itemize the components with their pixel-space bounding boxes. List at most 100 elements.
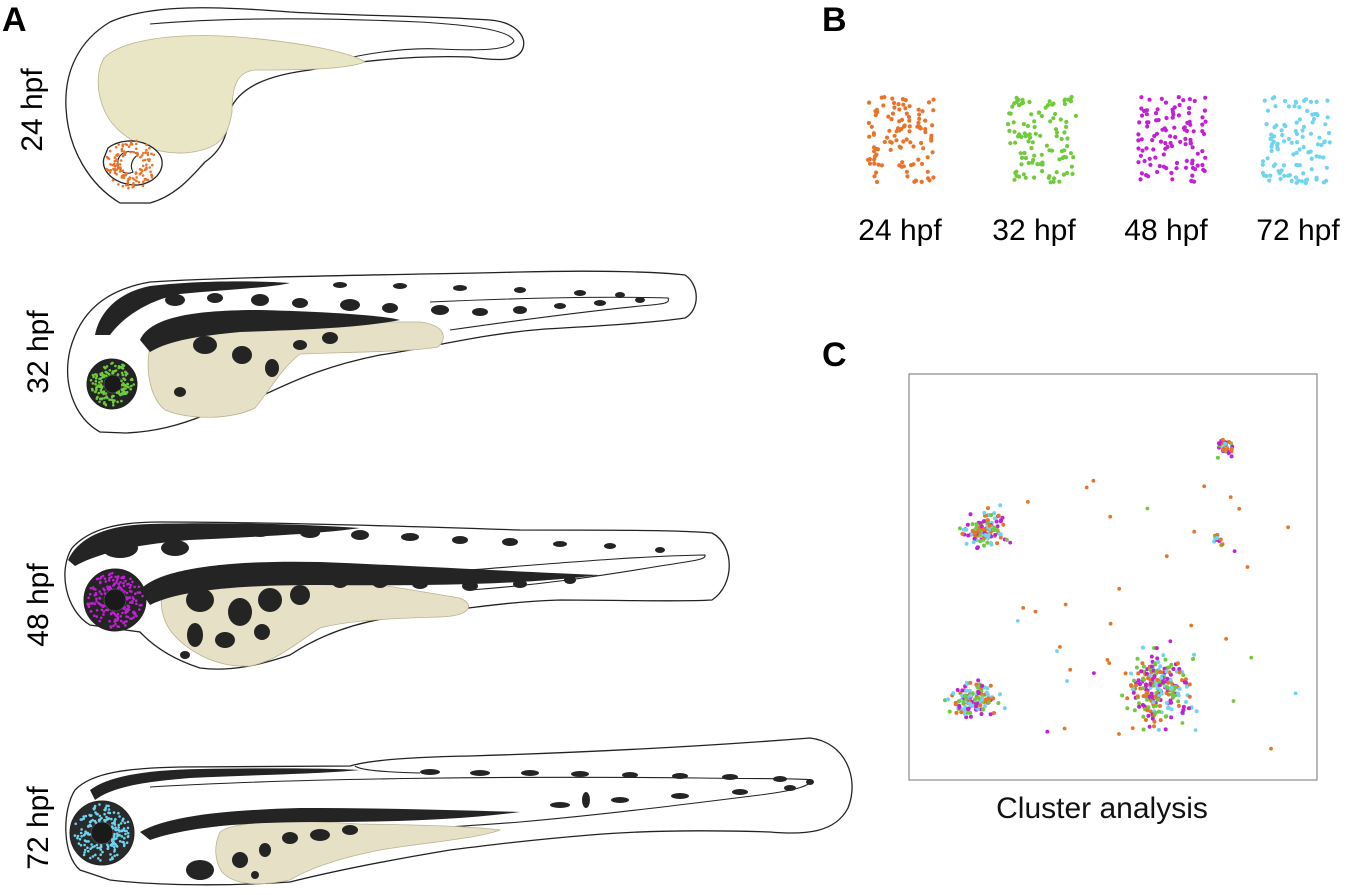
cluster-point — [979, 697, 984, 702]
eye-cell-dot — [137, 585, 141, 589]
cloud-point — [1157, 164, 1162, 169]
cloud-point — [1265, 156, 1270, 161]
cloud-point — [882, 95, 887, 100]
eye-cell-dot — [102, 392, 105, 396]
cloud-point — [1174, 166, 1179, 171]
cloud-point — [1297, 117, 1302, 122]
cluster-point — [985, 518, 990, 523]
eye-cell-dot — [96, 577, 100, 581]
eye-cell-dot — [110, 575, 113, 579]
cluster-point — [1140, 661, 1145, 666]
cluster-point — [988, 683, 993, 688]
eye-cell-dot — [77, 842, 81, 845]
eye-cell-dot — [99, 616, 103, 620]
eye-cell-dot — [125, 841, 129, 844]
cloud-point — [1032, 153, 1037, 158]
cluster-outlier-point — [1180, 721, 1185, 725]
cloud-point — [1190, 173, 1195, 178]
cloud-point — [1144, 108, 1149, 113]
cluster-point — [995, 528, 1000, 533]
eye-cell-dot — [83, 851, 86, 854]
cloud-point — [1007, 128, 1012, 133]
eye-cell-dot — [111, 857, 114, 861]
cloud-point — [1289, 178, 1294, 184]
eye-cell-dot — [133, 611, 137, 615]
cloud-point — [897, 107, 902, 112]
eye-cell-dot — [121, 588, 124, 592]
eye-cell-dot — [127, 186, 130, 190]
cloud-point — [1190, 158, 1195, 163]
eye-cell-dot — [94, 383, 97, 386]
cluster-point — [993, 516, 997, 521]
cluster-point — [976, 696, 981, 701]
eye-cell-dot — [113, 620, 116, 623]
cloud-point — [1058, 117, 1063, 122]
cloud-point — [1064, 124, 1069, 129]
cloud-point — [921, 146, 926, 151]
cluster-point — [1191, 657, 1195, 661]
cloud-point — [1029, 112, 1034, 117]
eye-cell-dot — [126, 826, 130, 830]
eye-cell-dot — [95, 615, 99, 618]
cloud-point — [1022, 150, 1027, 156]
cluster-point — [970, 522, 975, 527]
eye-cell-dot — [129, 150, 132, 154]
eye-cell-dot — [142, 180, 145, 184]
eye-cell-dot — [89, 610, 93, 613]
eye-cell-dot — [114, 575, 117, 579]
cluster-point — [1218, 537, 1223, 542]
cloud-point — [1162, 126, 1167, 131]
cluster-point — [1144, 682, 1148, 687]
eye-cell-dot — [95, 609, 99, 612]
cloud-point — [1293, 175, 1298, 180]
cloud-point — [907, 124, 912, 129]
eye-cell-dot — [114, 826, 117, 829]
cluster-point — [1131, 690, 1136, 695]
eye-cell-dot — [89, 847, 92, 850]
eye-cell-dot — [134, 599, 138, 602]
cloud-point — [1305, 108, 1310, 114]
eye-cell-dot — [89, 586, 93, 590]
cloud-point — [1158, 139, 1164, 144]
cloud-point — [1027, 99, 1032, 105]
cloud-point — [1136, 138, 1141, 143]
cluster-point — [1152, 724, 1156, 729]
cloud-point — [1065, 144, 1070, 149]
cluster-point — [976, 678, 981, 683]
eye-cell-dot — [117, 392, 121, 395]
eye-cell-dot — [128, 601, 132, 604]
eye-cell-dot — [95, 600, 98, 603]
cluster-point — [1125, 696, 1130, 701]
cluster-point — [1155, 677, 1160, 682]
eye-cell-dot — [116, 373, 120, 376]
eye-cell-dot — [126, 832, 130, 835]
eye-cell-dot — [122, 382, 125, 385]
eye-cell-dot — [138, 608, 141, 611]
eye-cell-dot — [116, 853, 119, 857]
cloud-point — [1181, 98, 1186, 103]
cluster-point — [1169, 700, 1173, 705]
cluster-point — [965, 682, 970, 687]
eye-cell-dot — [82, 815, 85, 818]
eye-cell-dot — [103, 396, 106, 400]
cloud-point — [1317, 135, 1322, 140]
eye-cell-dot — [135, 139, 138, 143]
eye-cell-dot — [97, 818, 101, 822]
eye-cell-dot — [99, 848, 103, 851]
cluster-point — [1154, 646, 1159, 651]
cluster-point — [1156, 709, 1161, 714]
cluster-point — [995, 541, 1000, 546]
eye-cell-dot — [115, 581, 118, 584]
cluster-point — [1223, 441, 1228, 446]
cloud-point — [1203, 95, 1208, 100]
cloud-point — [1059, 136, 1064, 142]
eye-cell-dot — [102, 374, 106, 377]
eye-cell-dot — [112, 578, 115, 582]
eye-cell-dot — [102, 402, 106, 405]
eye-cell-dot — [109, 169, 113, 172]
eye-cell-dot — [123, 843, 126, 846]
cloud-point — [1282, 98, 1288, 104]
eye-cell-dot — [114, 817, 117, 821]
cloud-point — [904, 111, 909, 116]
eye-cell-dot — [108, 369, 112, 372]
